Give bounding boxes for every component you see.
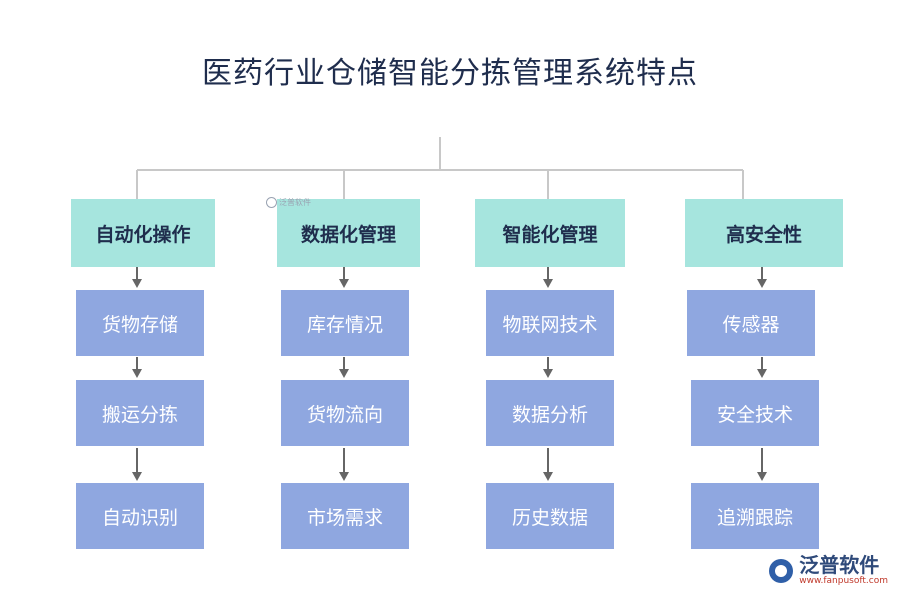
watermark: 泛普软件 bbox=[266, 197, 311, 208]
flow-arrows bbox=[132, 267, 767, 481]
arrowhead-col1-step3 bbox=[132, 472, 142, 481]
item-high-security-1: 传感器 bbox=[687, 290, 815, 356]
column-header-intelligent-management: 智能化管理 bbox=[475, 199, 625, 267]
arrowhead-col2-step2 bbox=[339, 369, 349, 378]
arrowhead-col4-step2 bbox=[757, 369, 767, 378]
item-intelligent-management-3: 历史数据 bbox=[486, 483, 614, 549]
arrowhead-col3-step3 bbox=[543, 472, 553, 481]
item-data-management-2: 货物流向 bbox=[281, 380, 409, 446]
brand-url: www.fanpusoft.com bbox=[799, 576, 888, 586]
arrowhead-col4-step1 bbox=[757, 279, 767, 288]
item-automation-2: 搬运分拣 bbox=[76, 380, 204, 446]
item-automation-3: 自动识别 bbox=[76, 483, 204, 549]
item-intelligent-management-2: 数据分析 bbox=[486, 380, 614, 446]
item-data-management-3: 市场需求 bbox=[281, 483, 409, 549]
brand-logo-icon bbox=[769, 558, 794, 583]
brand-logo: 泛普软件 www.fanpusoft.com bbox=[769, 555, 888, 586]
arrowhead-col1-step1 bbox=[132, 279, 142, 288]
arrowhead-col2-step3 bbox=[339, 472, 349, 481]
brand-name: 泛普软件 bbox=[799, 553, 880, 577]
item-high-security-3: 追溯跟踪 bbox=[691, 483, 819, 549]
column-header-automation: 自动化操作 bbox=[71, 199, 215, 267]
arrowhead-col2-step1 bbox=[339, 279, 349, 288]
tree-connectors bbox=[136, 137, 744, 200]
item-automation-1: 货物存储 bbox=[76, 290, 204, 356]
arrowhead-col3-step1 bbox=[543, 279, 553, 288]
arrowhead-col3-step2 bbox=[543, 369, 553, 378]
arrowhead-col4-step3 bbox=[757, 472, 767, 481]
column-header-high-security: 高安全性 bbox=[685, 199, 843, 267]
watermark-logo-icon bbox=[266, 197, 277, 208]
item-intelligent-management-1: 物联网技术 bbox=[486, 290, 614, 356]
item-data-management-1: 库存情况 bbox=[281, 290, 409, 356]
watermark-text: 泛普软件 bbox=[279, 198, 311, 207]
item-high-security-2: 安全技术 bbox=[691, 380, 819, 446]
column-header-data-management: 数据化管理 bbox=[277, 199, 420, 267]
arrowhead-col1-step2 bbox=[132, 369, 142, 378]
diagram-title: 医药行业仓储智能分拣管理系统特点 bbox=[202, 56, 698, 91]
